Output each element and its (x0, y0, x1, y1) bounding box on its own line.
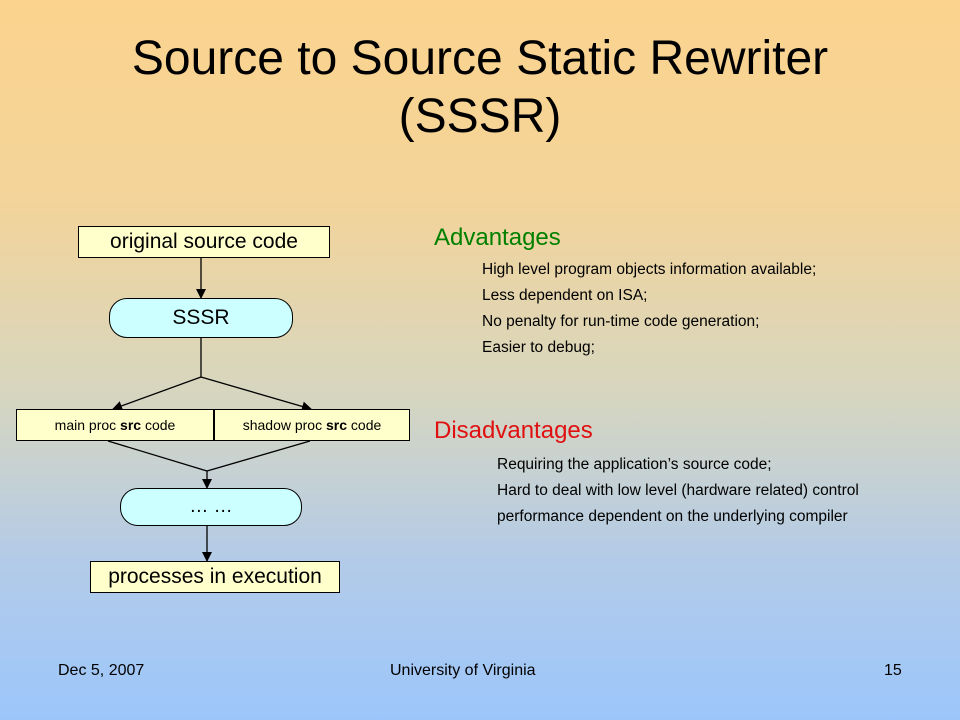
advantages-list: High level program objects information a… (482, 257, 816, 361)
footer-date: Dec 5, 2007 (58, 662, 145, 679)
slide-title: Source to Source Static Rewriter (SSSR) (40, 30, 920, 146)
advantage-item: Less dependent on ISA; (482, 287, 648, 304)
shadow-proc-src-code-box: shadow proc src code (214, 409, 410, 441)
shadow-proc-src: src (326, 417, 348, 433)
line-shadow-proc-merge (206, 440, 311, 472)
main-proc-label: main proc src code (55, 417, 176, 433)
main-proc-src: src (120, 417, 142, 433)
shadow-proc-prefix: shadow proc (242, 417, 326, 433)
title-line-2: (SSSR) (398, 90, 562, 143)
shadow-proc-suffix: code (347, 417, 382, 433)
advantages-heading: Advantages (434, 224, 561, 251)
disadvantage-item: Hard to deal with low level (hardware re… (497, 482, 859, 499)
original-source-code-label: original source code (110, 230, 298, 253)
disadvantages-list: Requiring the application’s source code;… (497, 452, 859, 530)
disadvantage-item: Requiring the application’s source code; (497, 456, 772, 473)
advantage-item: No penalty for run-time code generation; (482, 313, 760, 330)
title-line-1: Source to Source Static Rewriter (131, 32, 829, 85)
processes-in-execution-box: processes in execution (90, 561, 340, 593)
disadvantage-item: performance dependent on the underlying … (497, 508, 848, 525)
arrow-to-main-proc (112, 376, 202, 411)
footer-page-number: 15 (884, 662, 902, 679)
footer-organization: University of Virginia (390, 662, 536, 679)
processes-in-execution-label: processes in execution (108, 565, 322, 588)
shadow-proc-label: shadow proc src code (243, 417, 382, 433)
original-source-code-box: original source code (78, 226, 330, 258)
advantage-item: Easier to debug; (482, 339, 595, 356)
intermediate-label: … … (189, 496, 233, 517)
disadvantages-heading: Disadvantages (434, 417, 593, 444)
sssr-label: SSSR (172, 306, 230, 329)
main-proc-suffix: code (141, 417, 176, 433)
advantage-item: High level program objects information a… (482, 261, 817, 278)
sssr-node: SSSR (109, 298, 293, 338)
line-main-proc-merge (107, 440, 208, 472)
main-proc-prefix: main proc (54, 417, 121, 433)
arrow-to-shadow-proc (200, 376, 312, 412)
main-proc-src-code-box: main proc src code (16, 409, 214, 441)
intermediate-node: … … (120, 488, 302, 526)
